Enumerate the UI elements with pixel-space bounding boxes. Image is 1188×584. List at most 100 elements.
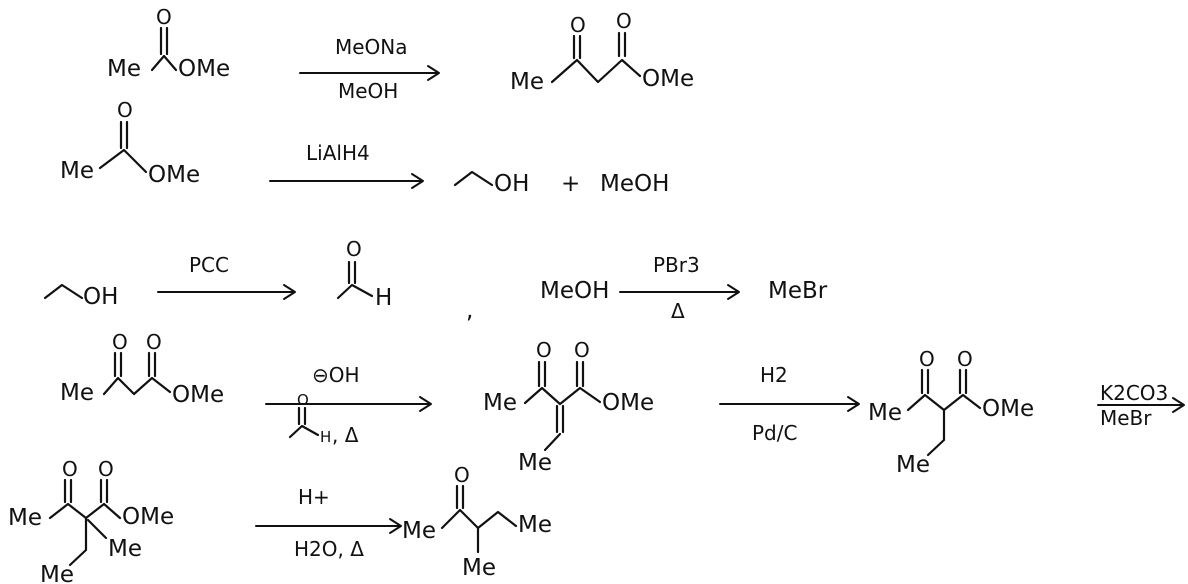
arrow-5: ⊖OH O H , Δ xyxy=(265,363,432,447)
reagent-acetaldehyde: O H xyxy=(288,391,331,446)
product-methyl-ketone: Me O Me Me xyxy=(402,463,552,581)
label-o: O xyxy=(117,98,133,122)
reagent-bottom: MeOH xyxy=(338,79,398,103)
reactant-dialkylated-acetoacetate: Me O O OMe Me Me xyxy=(8,457,174,584)
label-me: Me xyxy=(60,380,94,406)
product-alkylidene-acetoacetate: Me O O OMe Me xyxy=(483,338,654,476)
arrow-6: H2 Pd/C xyxy=(719,363,860,445)
bond-carbonyl xyxy=(159,26,169,56)
reactant-methyl-acetate: Me O OMe xyxy=(107,5,230,82)
reagent-bottom: Δ xyxy=(671,299,685,323)
row-4-knoevenagel-hydrogenation: Me O O OMe ⊖OH O H , Δ Me xyxy=(60,330,1185,478)
label-me: Me xyxy=(108,536,142,562)
bond-skeleton xyxy=(43,283,84,300)
bond-carbonyl-ester xyxy=(617,31,627,58)
arrowhead xyxy=(283,284,296,300)
label-me: Me xyxy=(402,518,436,544)
label-o: O xyxy=(536,338,552,362)
bond-methyl xyxy=(543,432,562,452)
label-o: O xyxy=(146,330,162,354)
reagent-top: PBr3 xyxy=(653,253,700,277)
label-me: Me xyxy=(462,555,496,581)
bond-carbonyl-ketone xyxy=(537,360,547,388)
bond-skeleton xyxy=(906,393,982,412)
label-me: Me xyxy=(510,69,544,95)
plus-sign: + xyxy=(561,171,580,197)
bond-skeleton xyxy=(336,283,374,300)
bond-methyl xyxy=(86,518,108,540)
arrowhead xyxy=(427,65,440,81)
reagent-top: ⊖OH xyxy=(312,363,360,387)
bond-carbonyl-ester xyxy=(99,478,109,504)
label-ome: OMe xyxy=(148,162,200,188)
bond-skeleton xyxy=(288,424,320,439)
product-ethanol: OH xyxy=(453,170,529,197)
label-o: O xyxy=(62,457,78,481)
reactant-ethanol: OH xyxy=(43,283,118,310)
reagent-top: H2 xyxy=(760,363,788,387)
label-ome: OMe xyxy=(642,66,694,92)
bond-skeleton xyxy=(550,58,642,84)
label-o: O xyxy=(454,463,470,487)
label-o: O xyxy=(616,9,632,33)
row-2-reduction: Me O OMe LiAlH4 OH + MeOH xyxy=(60,98,669,197)
arrow-1: MeONa MeOH xyxy=(299,35,440,103)
label-h: H xyxy=(375,285,392,311)
bond-alkene xyxy=(555,404,565,434)
label-o: O xyxy=(346,237,362,261)
label-o: O xyxy=(570,13,586,37)
bond-carbonyl-ketone xyxy=(920,368,930,395)
arrowhead xyxy=(419,396,432,412)
product-acetaldehyde: O H xyxy=(336,237,392,311)
label-me: Me xyxy=(896,452,930,478)
label-me: Me xyxy=(868,400,902,426)
label-o: O xyxy=(98,457,114,481)
bond-carbonyl-ketone xyxy=(63,478,73,504)
arrowhead xyxy=(727,284,740,300)
arrowhead xyxy=(847,396,860,412)
bond-carbonyl-ketone xyxy=(113,351,123,378)
arrowhead xyxy=(1172,397,1185,413)
label-me: Me xyxy=(483,390,517,416)
label-ome: OMe xyxy=(122,504,174,530)
label-ome: OMe xyxy=(982,396,1034,422)
arrowhead xyxy=(389,518,402,534)
bond-carbonyl xyxy=(347,260,357,285)
arrowhead xyxy=(411,173,424,189)
reagent-top: H+ xyxy=(298,485,330,509)
label-me: Me xyxy=(8,505,42,531)
bond-carbonyl xyxy=(119,120,129,150)
bond-skeleton xyxy=(98,148,148,174)
separator-comma: , xyxy=(466,298,473,324)
reagent-bottom: H2O, Δ xyxy=(294,537,364,561)
label-ome: OMe xyxy=(602,390,654,416)
bond-skeleton xyxy=(523,386,602,406)
reagent-top: K2CO3 xyxy=(1100,381,1168,405)
label-me: Me xyxy=(107,56,141,82)
bond-skeleton xyxy=(150,54,178,72)
row-3-oxidation-bromination: OH PCC O H , MeOH PBr3 Δ MeBr xyxy=(43,237,828,324)
label-o: O xyxy=(156,5,172,29)
bond-skeleton xyxy=(48,502,122,520)
bond-carbonyl-ester xyxy=(575,360,585,388)
label-h: H xyxy=(320,428,331,446)
bond-ethyl xyxy=(68,516,88,567)
reagent-top: PCC xyxy=(189,253,229,277)
arrow-7: K2CO3 MeBr xyxy=(1097,381,1185,430)
product-methanol: MeOH xyxy=(600,171,669,197)
label-me: Me xyxy=(518,450,552,476)
label-me: Me xyxy=(518,512,552,538)
label-ome: OMe xyxy=(172,382,224,408)
reactant-methanol: MeOH xyxy=(540,278,609,304)
label-me: Me xyxy=(60,158,94,184)
bond-skeleton xyxy=(440,508,518,530)
bond-carbonyl-ester xyxy=(147,351,157,378)
label-o: O xyxy=(919,347,935,371)
label-ome: OMe xyxy=(178,56,230,82)
bond-skeleton xyxy=(102,376,172,396)
label-oh: OH xyxy=(494,171,529,197)
reagent-bottom: MeBr xyxy=(1100,406,1152,430)
row-1-claisen: Me O OMe MeONa MeOH Me O O OMe xyxy=(107,5,694,103)
reagent-bottom-conditions: , Δ xyxy=(332,423,359,447)
